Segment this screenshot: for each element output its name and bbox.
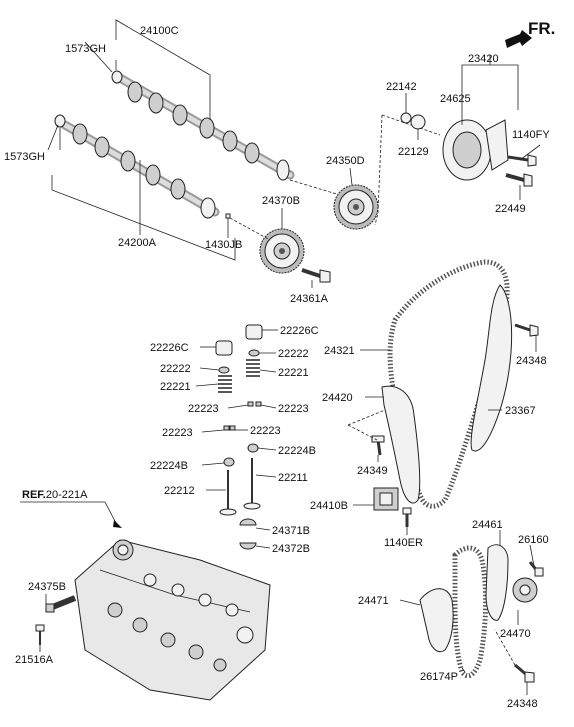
front-direction-arrow [505, 30, 532, 48]
callout-24375b: 24375B [28, 581, 66, 593]
callout-22212: 22212 [164, 485, 195, 497]
bolt-21516a [35, 624, 45, 645]
reference-code: 20-221A [46, 489, 88, 501]
tensioner-24410b [373, 487, 399, 511]
cylinder-head [74, 539, 271, 701]
callout-1430jb: 1430JB [205, 239, 242, 251]
bolt-24348-bottom [514, 663, 535, 683]
callout-22221-left: 22221 [160, 381, 191, 393]
bolt-24361a [301, 268, 331, 283]
cam-cover-23420 [442, 119, 509, 181]
callout-22449: 22449 [495, 203, 526, 215]
reference-prefix: REF. [22, 489, 46, 501]
bolt-1140fy [507, 154, 537, 167]
callout-24370b: 24370B [262, 195, 300, 207]
callout-22142: 22142 [386, 81, 417, 93]
reference-label: REF.20-221A [22, 489, 88, 501]
callout-22223-a: 22223 [188, 403, 219, 415]
pin-1430jb [225, 213, 231, 219]
callout-23420: 23420 [468, 53, 499, 65]
bolt-22449 [505, 173, 533, 187]
callout-24321: 24321 [324, 345, 355, 357]
callout-22211: 22211 [278, 472, 308, 484]
spring-22221-right [246, 359, 260, 377]
callout-1140er: 1140ER [384, 537, 423, 549]
callout-23367: 23367 [505, 405, 536, 417]
tensioner-24461 [485, 544, 509, 621]
callout-26174p: 26174P [420, 671, 458, 683]
front-label: FR. [528, 19, 555, 38]
lifter-22226c-left [215, 340, 233, 356]
bolt-1140er [402, 507, 412, 527]
callout-24361a: 24361A [290, 293, 329, 305]
callout-24420: 24420 [322, 392, 353, 404]
seal-22224b-right [247, 443, 259, 453]
callout-26160: 26160 [518, 534, 549, 546]
callout-24348-top: 24348 [516, 355, 547, 367]
callout-22223-b: 22223 [278, 403, 309, 415]
valve-keys [223, 401, 262, 431]
callout-1573gh-top: 1573GH [65, 43, 106, 55]
callout-24372b: 24372B [272, 543, 310, 555]
bearing-cap-24371b [239, 518, 257, 526]
seal-22142 [400, 112, 412, 124]
callout-24410b: 24410B [310, 500, 348, 512]
callout-22222-right: 22222 [278, 348, 309, 360]
valve-22211 [243, 458, 261, 510]
bearing-cap-24372b [239, 542, 257, 550]
callout-22224b-left: 22224B [150, 460, 188, 472]
callout-1140fy: 1140FY [512, 129, 550, 141]
bolt-24349 [371, 435, 385, 456]
callout-22223-d: 22223 [250, 425, 281, 437]
tensioner-arm-24420 [381, 385, 421, 504]
exhaust-cvvt-sprocket [259, 228, 305, 274]
callout-24625: 24625 [440, 93, 471, 105]
callout-22221-right: 22221 [278, 367, 309, 379]
callout-22226c-right: 22226C [280, 325, 319, 337]
callout-1573gh-left: 1573GH [4, 151, 45, 163]
callout-21516a: 21516A [15, 654, 54, 666]
callout-24348-bottom: 24348 [507, 698, 538, 710]
callout-22223-c: 22223 [162, 427, 193, 439]
plug-1573gh-left [54, 114, 66, 128]
seal-22129 [410, 114, 426, 130]
callout-24471: 24471 [358, 595, 389, 607]
callout-22222-left: 22222 [160, 363, 191, 375]
spring-22221-left [218, 375, 232, 393]
oil-pump-chain-26174p [452, 545, 489, 679]
intake-camshaft [115, 73, 295, 181]
retainer-22222-left [218, 366, 230, 374]
lifter-22226c-right [245, 324, 263, 340]
callout-24371b: 24371B [272, 525, 310, 537]
guide-24471 [419, 588, 454, 653]
callout-22224b-right: 22224B [278, 445, 316, 457]
callout-24200a: 24200A [118, 237, 157, 249]
intake-cvvt-sprocket [333, 184, 379, 230]
sensor-24375b [45, 595, 77, 613]
callout-24349: 24349 [357, 465, 388, 477]
chain-guide-23367 [470, 284, 513, 452]
bolt-26160 [528, 561, 544, 577]
callout-22226c-left: 22226C [150, 342, 189, 354]
sprocket-24470 [512, 577, 538, 603]
retainer-22222-right [248, 349, 260, 357]
valve-22212 [219, 470, 237, 516]
callout-24470: 24470 [500, 628, 531, 640]
callout-24350d: 24350D [326, 155, 365, 167]
callout-22129: 22129 [398, 146, 429, 158]
plug-1573gh-top [111, 70, 123, 84]
callout-24100c: 24100C [140, 25, 179, 37]
seal-22224b-left [223, 457, 235, 467]
bolt-24348-top [514, 323, 539, 337]
callout-24461: 24461 [472, 519, 503, 531]
